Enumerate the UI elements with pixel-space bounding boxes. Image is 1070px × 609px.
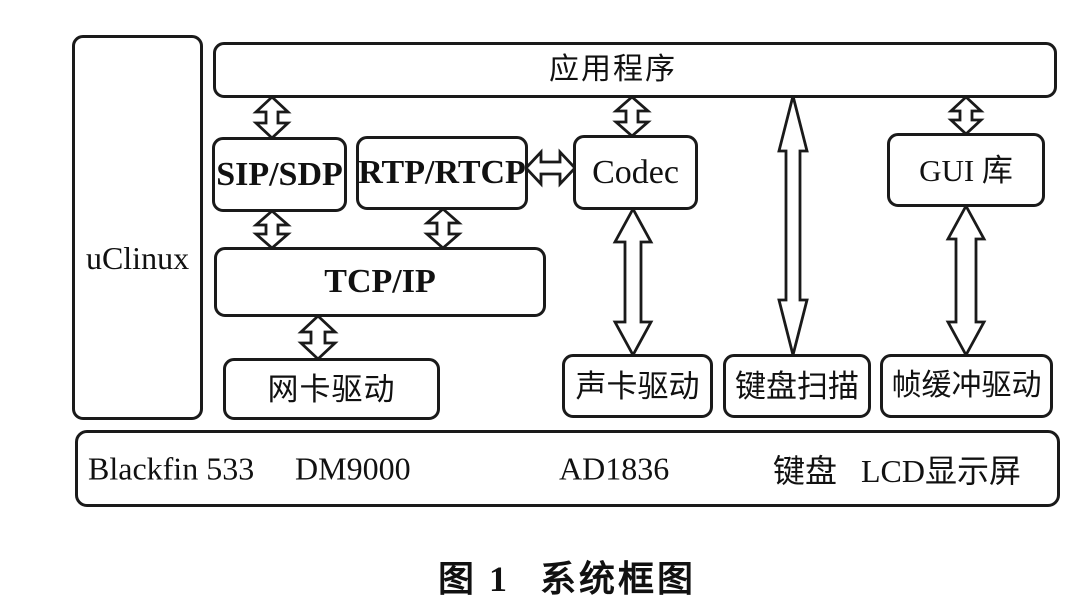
node-nic-driver: 网卡驱动: [223, 358, 440, 420]
node-uclinux: uClinux: [72, 35, 203, 420]
hw-label-lcd-display: LCD显示屏: [861, 452, 1022, 489]
application-label: 应用程序: [549, 53, 677, 86]
hw-label-processor: Blackfin 533: [88, 450, 255, 486]
node-rtp-rtcp: RTP/RTCP: [356, 136, 528, 210]
figure-number: 图 1: [438, 559, 511, 599]
uclinux-label: uClinux: [85, 239, 190, 276]
arrow-codec-sounddriver-icon: [612, 206, 654, 358]
figure-title: 系统框图: [540, 559, 697, 599]
keyboard-scan-label: 键盘扫描: [735, 368, 859, 404]
sip-sdp-label: SIP/SDP: [216, 155, 343, 193]
tcp-ip-label: TCP/IP: [324, 263, 436, 300]
framebuffer-driver-label: 帧缓冲驱动: [891, 369, 1042, 402]
node-sip-sdp: SIP/SDP: [212, 137, 347, 212]
hw-label-audio-codec: AD1836: [559, 450, 670, 486]
arrow-tcpip-nicdriver-icon: [297, 314, 339, 361]
figure-caption: 图 1 系统框图: [438, 550, 696, 602]
arrow-app-guilib-icon: [947, 95, 985, 136]
gui-lib-label: GUI 库: [919, 152, 1013, 188]
hardware-bar: Blackfin 533 DM9000 AD1836 键盘 LCD显示屏: [75, 430, 1060, 507]
node-codec: Codec: [573, 135, 698, 210]
node-keyboard-scan: 键盘扫描: [723, 354, 871, 418]
arrow-app-sipsdp-icon: [252, 95, 292, 140]
arrow-app-codec-icon: [612, 95, 652, 138]
sound-driver-label: 声卡驱动: [575, 368, 700, 404]
arrow-rtprtcp-tcpip-icon: [423, 207, 463, 250]
arrow-app-keyboardscan-icon: [777, 95, 809, 356]
codec-label: Codec: [592, 153, 679, 191]
arrow-guilib-fbdriver-icon: [945, 203, 987, 358]
rtp-rtcp-label: RTP/RTCP: [358, 154, 526, 191]
node-tcp-ip: TCP/IP: [214, 247, 546, 317]
node-application: 应用程序: [213, 42, 1057, 98]
hw-label-keyboard: 键盘: [773, 452, 838, 489]
arrow-rtprtcp-codec-icon: [524, 148, 577, 188]
hw-label-ethernet-controller: DM9000: [295, 450, 411, 486]
arrow-sipsdp-tcpip-icon: [252, 209, 292, 250]
node-sound-driver: 声卡驱动: [562, 354, 713, 418]
node-gui-lib: GUI 库: [887, 133, 1045, 207]
nic-driver-label: 网卡驱动: [267, 371, 396, 407]
node-framebuffer-driver: 帧缓冲驱动: [880, 354, 1053, 418]
